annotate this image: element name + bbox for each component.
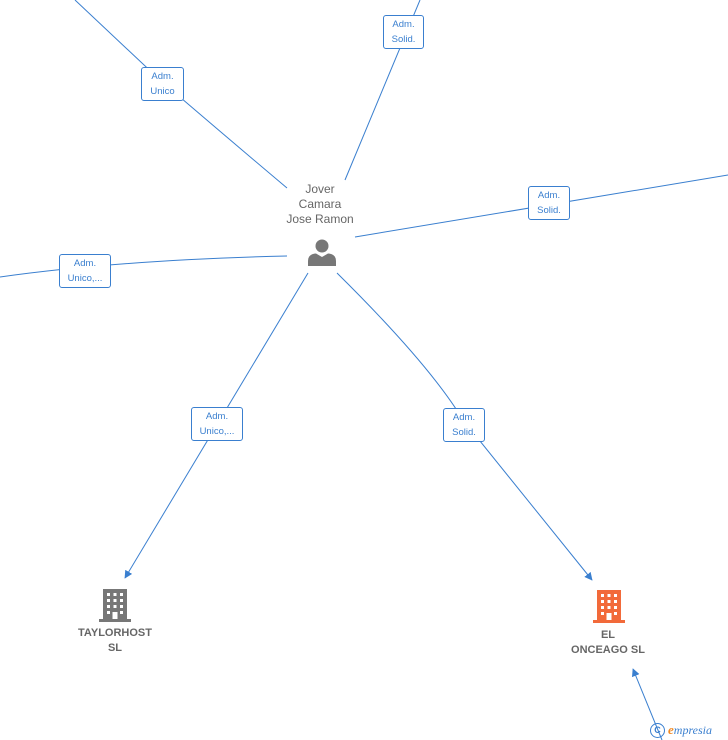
building-icon-taylorhost[interactable] xyxy=(99,587,131,623)
relation-label-el-onceago[interactable]: Adm. Solid. xyxy=(443,408,485,442)
company-name-taylorhost[interactable]: TAYLORHOST SL xyxy=(78,627,152,654)
relation-label-top-left[interactable]: Adm. Unico xyxy=(141,67,184,101)
person-name[interactable]: Jover Camara Jose Ramon xyxy=(286,182,354,226)
person-icon[interactable] xyxy=(307,237,337,267)
empresia-logo: C empresia xyxy=(650,720,712,740)
relation-label-top[interactable]: Adm. Solid. xyxy=(383,15,424,49)
relation-label-taylorhost[interactable]: Adm. Unico,... xyxy=(191,407,243,441)
edge-left xyxy=(0,255,288,278)
brand-wordmark: empresia xyxy=(668,722,713,737)
relation-label-left[interactable]: Adm. Unico,... xyxy=(59,254,111,288)
company-name-el-onceago[interactable]: EL ONCEAGO SL xyxy=(571,629,645,656)
building-icon-el-onceago[interactable] xyxy=(593,588,625,624)
copyright-icon: C xyxy=(650,722,665,738)
relation-label-right[interactable]: Adm. Solid. xyxy=(528,186,570,220)
